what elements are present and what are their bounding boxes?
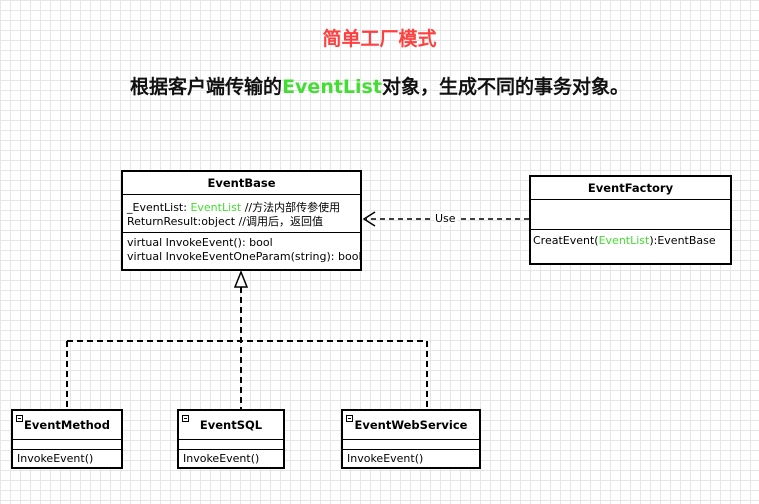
operation-creatEvent-suffix: ):EventBase (649, 234, 716, 247)
subtitle-prefix: 根据客户端传输的 (130, 76, 283, 98)
class-eventsql-header: EventSQL (179, 411, 283, 440)
subtitle-suffix: 对象，生成不同的事务对象。 (381, 76, 629, 98)
attribute-eventlist-type: EventList (190, 201, 242, 214)
class-eventsql-operations: InvokeEvent() (179, 450, 283, 468)
class-eventsql-name: EventSQL (199, 418, 263, 432)
diagram-subtitle: 根据客户端传输的EventList对象，生成不同的事务对象。 (0, 72, 759, 99)
subtitle-highlight: EventList (282, 76, 382, 98)
class-eventmethod[interactable]: EventMethod InvokeEvent() (11, 409, 123, 469)
collapse-icon[interactable] (346, 415, 353, 422)
operation-invokeeventoneparam: virtual InvokeEventOneParam(string): boo… (127, 250, 362, 263)
class-eventmethod-operations: InvokeEvent() (13, 450, 121, 468)
class-eventbase[interactable]: EventBase _EventList: EventList //方法内部传参… (121, 170, 362, 271)
use-dependency-label: Use (434, 212, 457, 225)
class-eventwebservice-operations: InvokeEvent() (343, 450, 479, 468)
class-eventwebservice-name: EventWebService (354, 418, 468, 432)
inheritance-arrowhead (233, 269, 249, 288)
class-eventfactory-name: EventFactory (531, 177, 730, 200)
attribute-eventlist: _EventList: EventList //方法内部传参使用 (127, 201, 356, 215)
attribute-returnresult-comment: //调用后，返回值 (235, 215, 324, 228)
class-eventwebservice-attributes (343, 440, 479, 450)
class-eventfactory[interactable]: EventFactory CreatEvent(EventList):Event… (529, 175, 732, 265)
class-eventfactory-attributes (531, 200, 730, 230)
operation-creatEvent-param: EventList (598, 234, 650, 247)
class-eventmethod-attributes (13, 440, 121, 450)
diagram-title: 简单工厂模式 (322, 28, 437, 50)
attribute-eventlist-name: _EventList: (127, 201, 191, 214)
collapse-icon[interactable] (182, 415, 189, 422)
operation-invokeevent: InvokeEvent() (183, 452, 260, 465)
attribute-returnresult-name: ReturnResult:object (127, 215, 236, 228)
class-eventmethod-name: EventMethod (24, 418, 110, 432)
collapse-icon[interactable] (16, 415, 23, 422)
class-eventbase-operations: virtual InvokeEvent(): bool virtual Invo… (123, 233, 362, 266)
operation-creatEvent-prefix: CreatEvent( (533, 234, 599, 247)
class-eventbase-attributes: _EventList: EventList //方法内部传参使用 ReturnR… (123, 195, 360, 233)
attribute-returnresult: ReturnResult:object //调用后，返回值 (127, 215, 356, 229)
class-eventbase-name: EventBase (123, 172, 360, 195)
class-eventsql[interactable]: EventSQL InvokeEvent() (177, 409, 285, 469)
class-eventsql-attributes (179, 440, 283, 450)
class-eventwebservice[interactable]: EventWebService InvokeEvent() (341, 409, 481, 469)
operation-invokeevent: InvokeEvent() (17, 452, 94, 465)
class-eventwebservice-header: EventWebService (343, 411, 479, 440)
operation-invokeevent: virtual InvokeEvent(): bool (127, 236, 273, 249)
class-eventmethod-header: EventMethod (13, 411, 121, 440)
use-dependency-arrowhead (362, 211, 376, 227)
class-eventfactory-operations: CreatEvent(EventList):EventBase (531, 230, 730, 252)
operation-creatEvent: CreatEvent(EventList):EventBase (533, 234, 728, 248)
operation-invokeevent: InvokeEvent() (347, 452, 424, 465)
attribute-eventlist-comment: //方法内部传参使用 (241, 201, 341, 214)
